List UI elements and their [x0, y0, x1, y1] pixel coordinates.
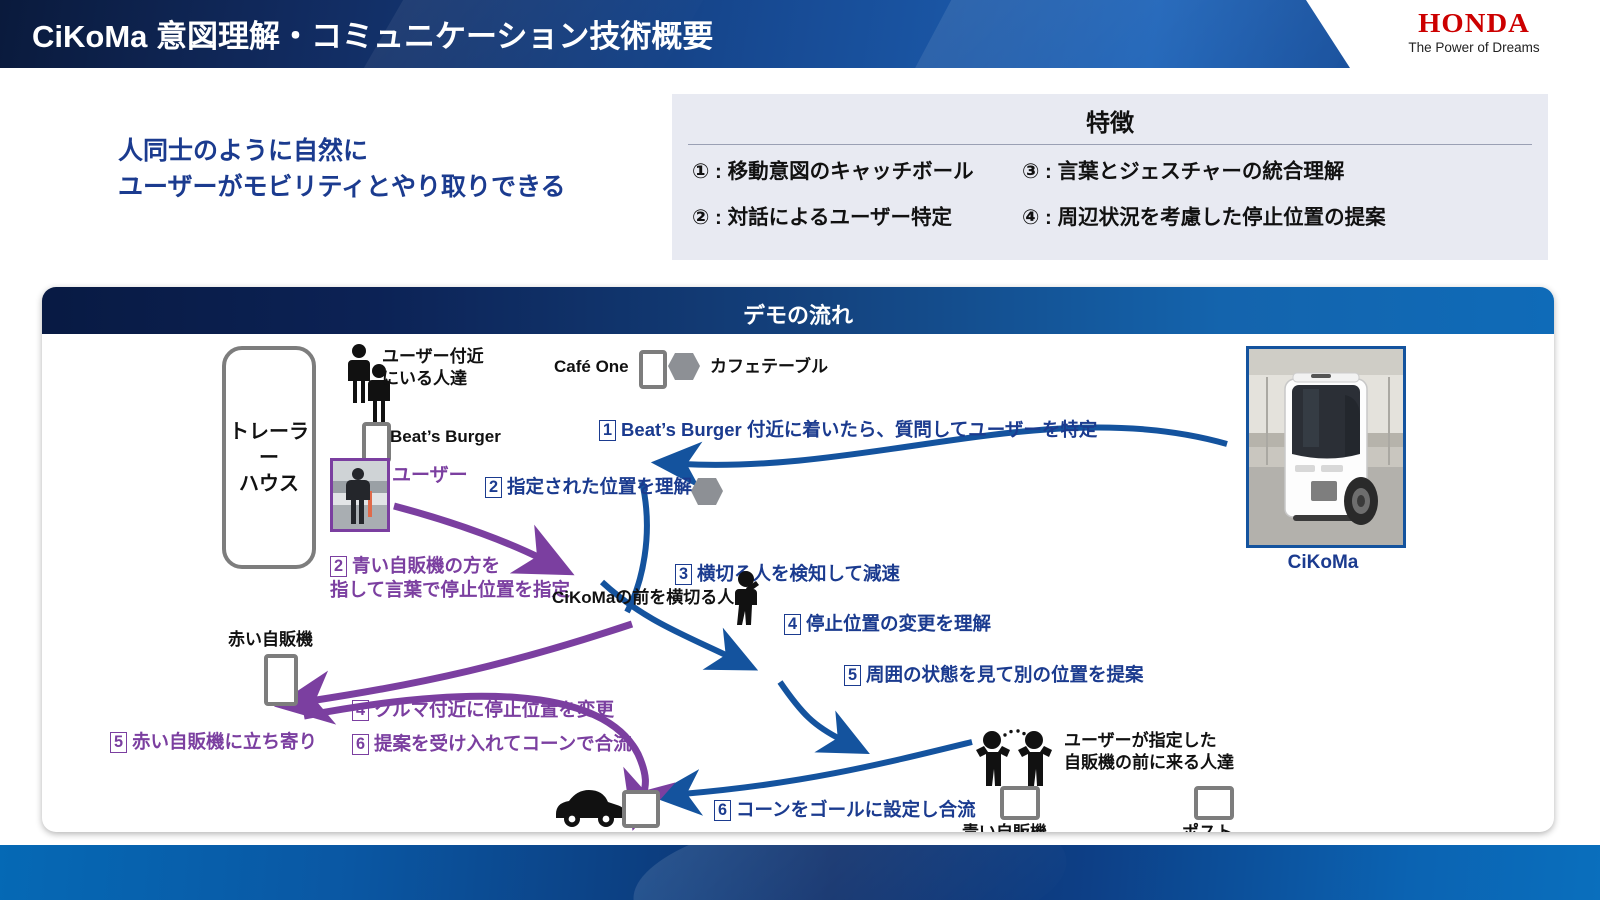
honda-wordmark: HONDA [1418, 8, 1530, 38]
user-photo-image [333, 461, 387, 529]
step-2-purple-text: 青い自販機の方を 指して言葉で停止位置を指定 [330, 555, 570, 601]
step-2-purple-number: 2 [330, 556, 348, 577]
page-title: CiKoMa 意図理解・コミュニケーション技術概要 [32, 19, 714, 54]
user-photo [330, 458, 390, 532]
car-icon [556, 790, 625, 827]
arrow-step-2-purple [393, 502, 575, 576]
cikoma-photo-image [1249, 349, 1403, 545]
step-4-text: 停止位置の変更を理解 [806, 613, 992, 635]
step-6-purple-text: 提案を受け入れてコーンで合流 [374, 733, 632, 755]
cafe-table-label: カフェテーブル [710, 357, 828, 376]
cikoma-caption: CiKoMa [1287, 552, 1359, 573]
demo-map-canvas: トレーラー ハウス ユーザー付近 にいる人達 Beat’s Burger [42, 334, 1554, 832]
step-6-text: コーンをゴールに設定し合流 [736, 799, 976, 821]
red-vending-label: 赤い自販機 [228, 630, 313, 649]
nearby-people-icon [348, 344, 390, 422]
car-label: クルマ [554, 831, 605, 832]
arrow-step-3 [599, 579, 759, 671]
logo-plate-notch [1306, 0, 1350, 68]
step-1-text: Beat’s Burger 付近に着いたら、質問してユーザーを特定 [621, 419, 1098, 441]
step-5-number: 5 [844, 665, 862, 686]
cafe-one-icon [639, 350, 667, 389]
features-box: 特徴 ① : 移動意図のキャッチボール ③ : 言葉とジェスチャーの統合理解 ②… [672, 94, 1548, 260]
blue-vending-label: 青い自販機 [962, 822, 1047, 832]
crossing-person-icon [735, 571, 759, 625]
arrow-step-6-purple [303, 692, 676, 831]
step-1-number: 1 [599, 420, 617, 441]
feature-item-4: ④ : 周辺状況を考慮した停止位置の提案 [1022, 206, 1386, 229]
cafe-table-hexagon-icon-2 [691, 478, 723, 505]
features-title: 特徴 [1086, 110, 1134, 137]
slide-header: CiKoMa 意図理解・コミュニケーション技術概要 HONDA The Powe… [0, 0, 1600, 68]
flow-arrows [274, 424, 1228, 831]
red-vending-icon [264, 654, 298, 706]
blue-vending-icon [1000, 786, 1040, 820]
step-3-number: 3 [675, 564, 693, 585]
cafe-table-hexagon-icon [668, 353, 700, 380]
cafe-one-label: Café One [554, 357, 629, 376]
step-5-purple-number: 5 [110, 732, 128, 753]
feature-item-2: ② : 対話によるユーザー特定 [692, 206, 953, 229]
demo-flow-panel: デモの流れ [42, 287, 1554, 832]
arrow-step-1 [650, 424, 1228, 489]
demo-flow-title: デモの流れ [742, 303, 853, 328]
trailer-house-icon: トレーラー ハウス [222, 346, 316, 569]
feature-item-3: ③ : 言葉とジェスチャーの統合理解 [1022, 160, 1345, 183]
step-4-purple-text: クルマ付近に停止位置を変更 [374, 699, 614, 721]
arrow-step-5 [777, 680, 870, 754]
step-3-text: 横切る人を検知して減速 [697, 563, 900, 585]
step-6-number: 6 [714, 800, 732, 821]
user-label: ユーザー [392, 465, 468, 486]
honda-logo: HONDA The Power of Dreams [1350, 0, 1600, 68]
feature-item-1: ① : 移動意図のキャッチボール [692, 160, 974, 183]
step-2-text: 指定された位置を理解 [507, 476, 693, 498]
slide-footer [0, 845, 1600, 900]
step-4-number: 4 [784, 614, 802, 635]
post-icon [1194, 786, 1234, 820]
beats-burger-label: Beat’s Burger [390, 427, 501, 446]
cikoma-photo [1246, 346, 1406, 548]
people-at-vending-icon [976, 729, 1052, 786]
honda-tagline: The Power of Dreams [1408, 40, 1540, 55]
beats-burger-icon [362, 422, 391, 463]
nearby-people-label: ユーザー付近 にいる人達 [382, 347, 484, 389]
step-5-text: 周囲の状態を見て別の位置を提案 [866, 664, 1144, 686]
features-grid: ① : 移動意図のキャッチボール ③ : 言葉とジェスチャーの統合理解 ② : … [692, 154, 1532, 230]
step-5-purple-text: 赤い自販機に立ち寄り [132, 731, 318, 753]
step-4-purple-number: 4 [352, 700, 370, 721]
step-6-purple-number: 6 [352, 734, 370, 755]
step-2-number: 2 [485, 477, 503, 498]
people-at-vending-label: ユーザーが指定した 自販機の前に来る人達 [1064, 731, 1234, 773]
crossing-person-label: CiKoMaの前を横切る人 [552, 588, 735, 607]
arrow-step-2-down [624, 481, 650, 614]
features-divider [688, 144, 1532, 145]
post-label: ポスト [1182, 822, 1233, 832]
demo-flow-header: デモの流れ [42, 287, 1554, 334]
footer-swoosh-decoration [587, 845, 1113, 900]
lead-statement: 人同士のように自然に ユーザーがモビリティとやり取りできる [118, 137, 566, 202]
cone-label: コーン [614, 831, 664, 832]
arrow-step-6 [650, 739, 973, 816]
arrow-step-4-purple [274, 620, 634, 725]
cone-icon [622, 790, 660, 828]
